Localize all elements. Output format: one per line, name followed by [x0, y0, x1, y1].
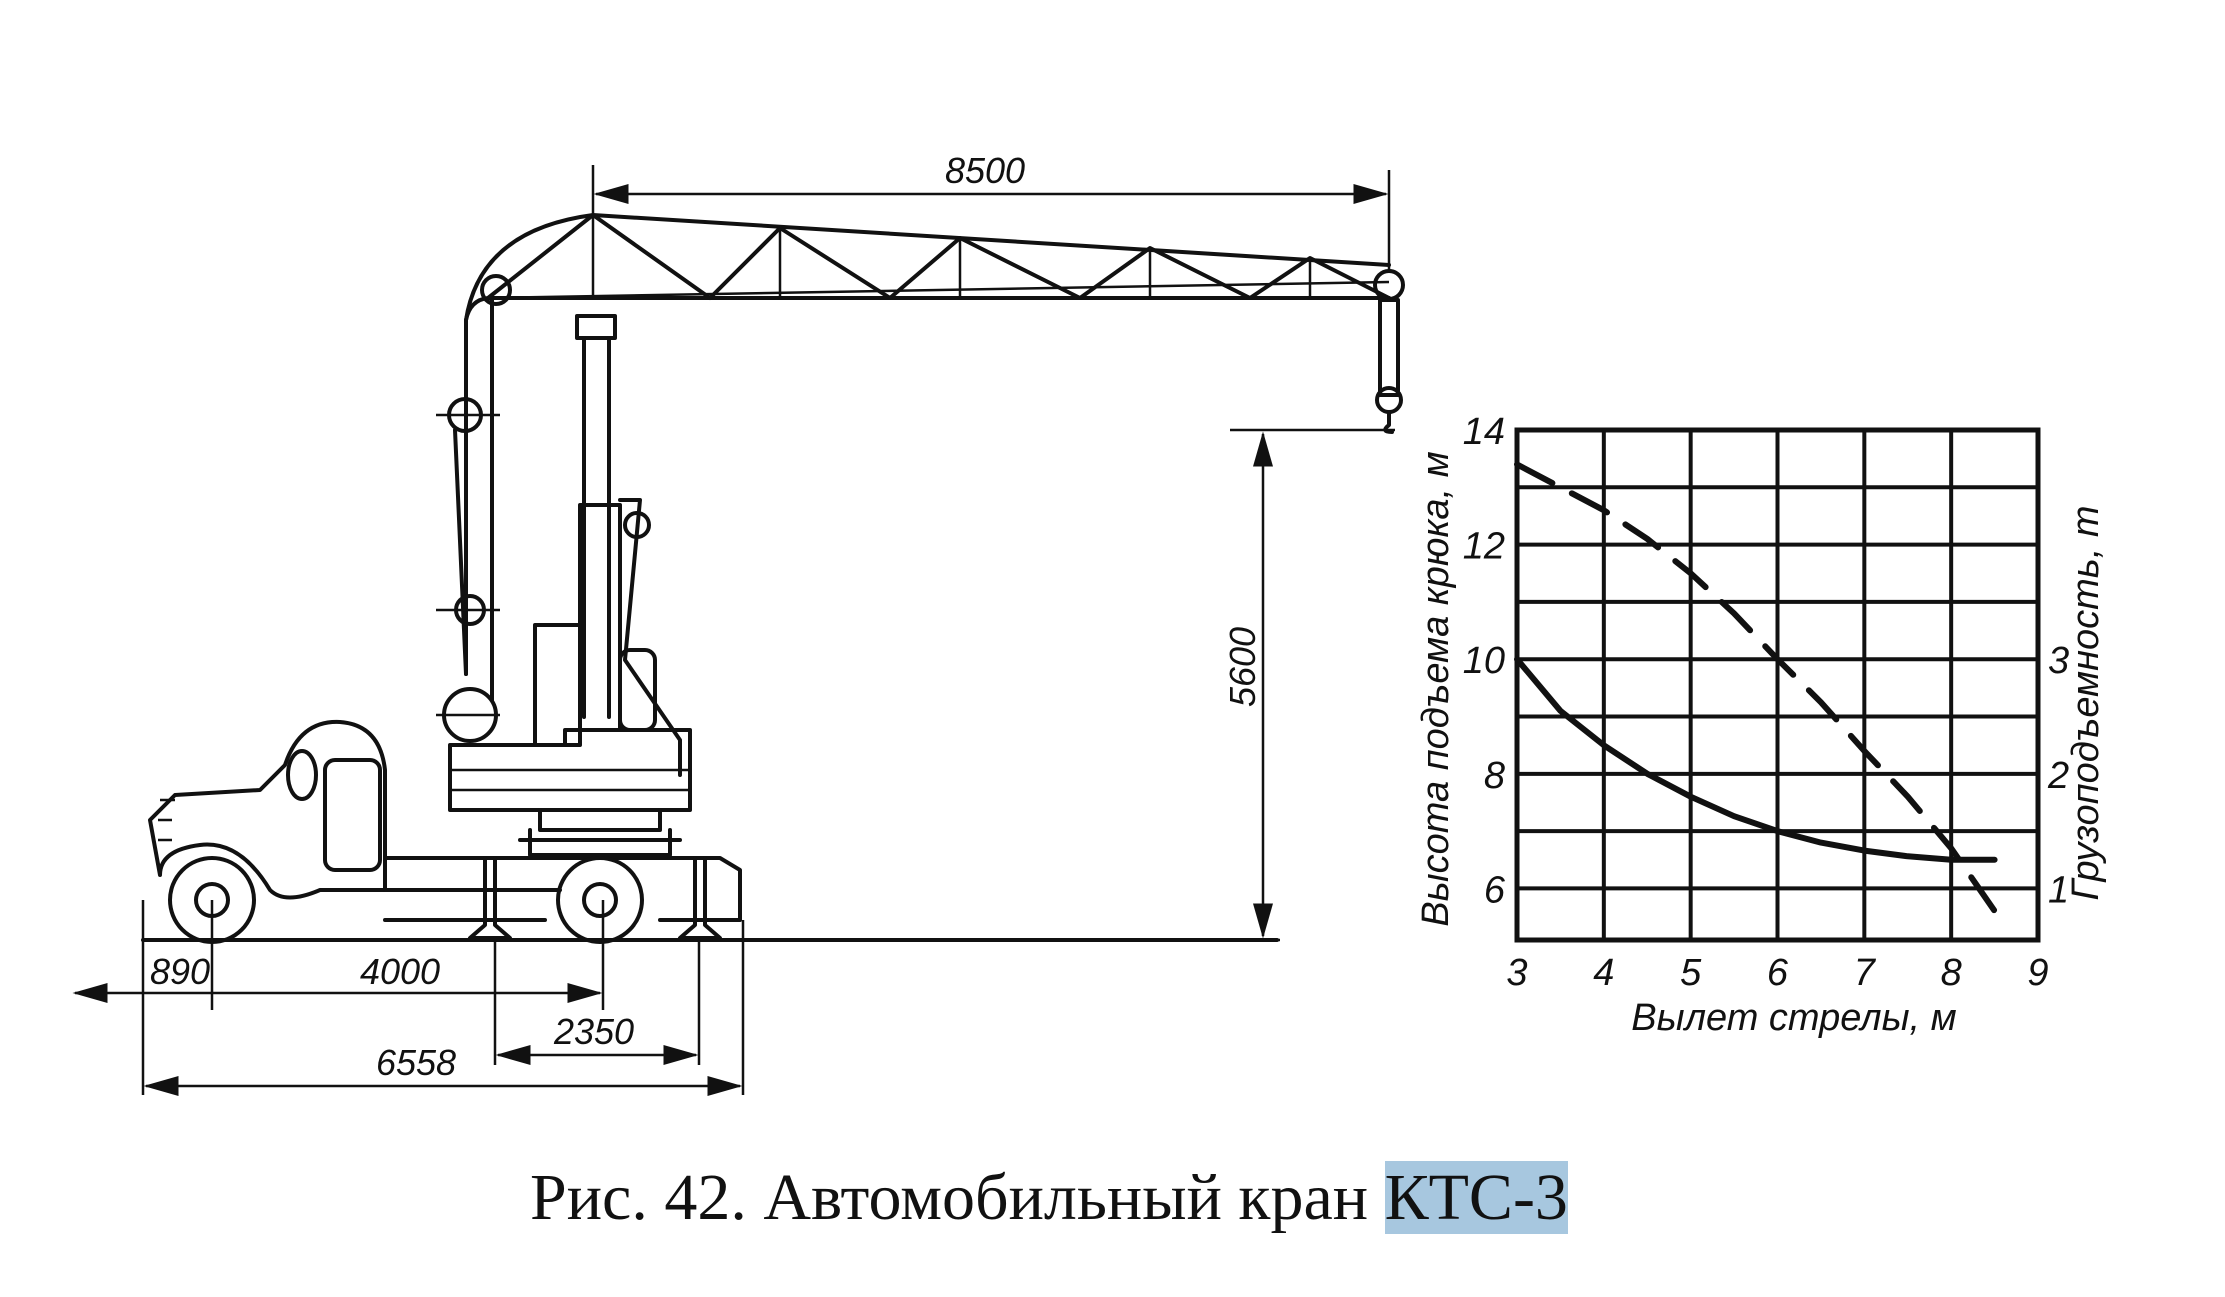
x-tick-label: 8	[1941, 952, 1962, 994]
y-axis-label: Высота подъема крюка, м	[1415, 451, 1457, 926]
truck	[148, 719, 742, 944]
hook	[1375, 298, 1403, 434]
y2-tick-label: 3	[2048, 640, 2069, 682]
hook-height-curve	[1514, 461, 2002, 921]
y-tick-label: 8	[1484, 755, 1505, 797]
x-tick-label: 3	[1506, 952, 1527, 994]
dimension-lines	[72, 165, 1395, 1096]
chart-curves	[1514, 461, 2002, 921]
x-tick-label: 4	[1593, 952, 1614, 994]
caption-highlighted-text: КТС-3	[1384, 1161, 1568, 1234]
load-capacity-curve	[1514, 656, 1998, 863]
dimension-overall-length: 6558	[376, 1042, 456, 1083]
y-tick-label: 10	[1463, 640, 1505, 682]
y-tick-label: 12	[1463, 526, 1505, 568]
y2-tick-label: 1	[2048, 869, 2069, 911]
figure-caption: Рис. 42. Автомобильный кран КТС-3	[530, 1160, 1568, 1236]
turntable	[448, 728, 692, 857]
y-tick-label: 6	[1484, 869, 1506, 911]
mast	[436, 296, 682, 777]
dimension-front-overhang: 890	[150, 951, 210, 992]
dimension-outrigger-base: 2350	[553, 1011, 634, 1052]
crane-drawing: 8500 5600 890 4000 2350 6558	[72, 150, 1405, 1096]
chart-grid	[1514, 427, 2041, 943]
y2-tick-label: 2	[2047, 755, 2069, 797]
x-tick-label: 9	[2027, 952, 2048, 994]
dimension-hook-height: 5600	[1222, 627, 1263, 707]
y-tick-label: 14	[1463, 411, 1505, 453]
caption-text: Рис. 42. Автомобильный кран	[530, 1161, 1385, 1234]
x-axis-label: Вылет стрелы, м	[1631, 997, 1956, 1039]
x-tick-label: 7	[1854, 952, 1877, 994]
boom-truss	[464, 213, 1405, 676]
dimension-boom-reach: 8500	[945, 150, 1025, 191]
x-tick-label: 5	[1680, 952, 1702, 994]
x-tick-label: 6	[1767, 952, 1789, 994]
y2-axis-label: Грузоподъемность, т	[2065, 505, 2107, 900]
dimension-wheelbase: 4000	[360, 951, 440, 992]
